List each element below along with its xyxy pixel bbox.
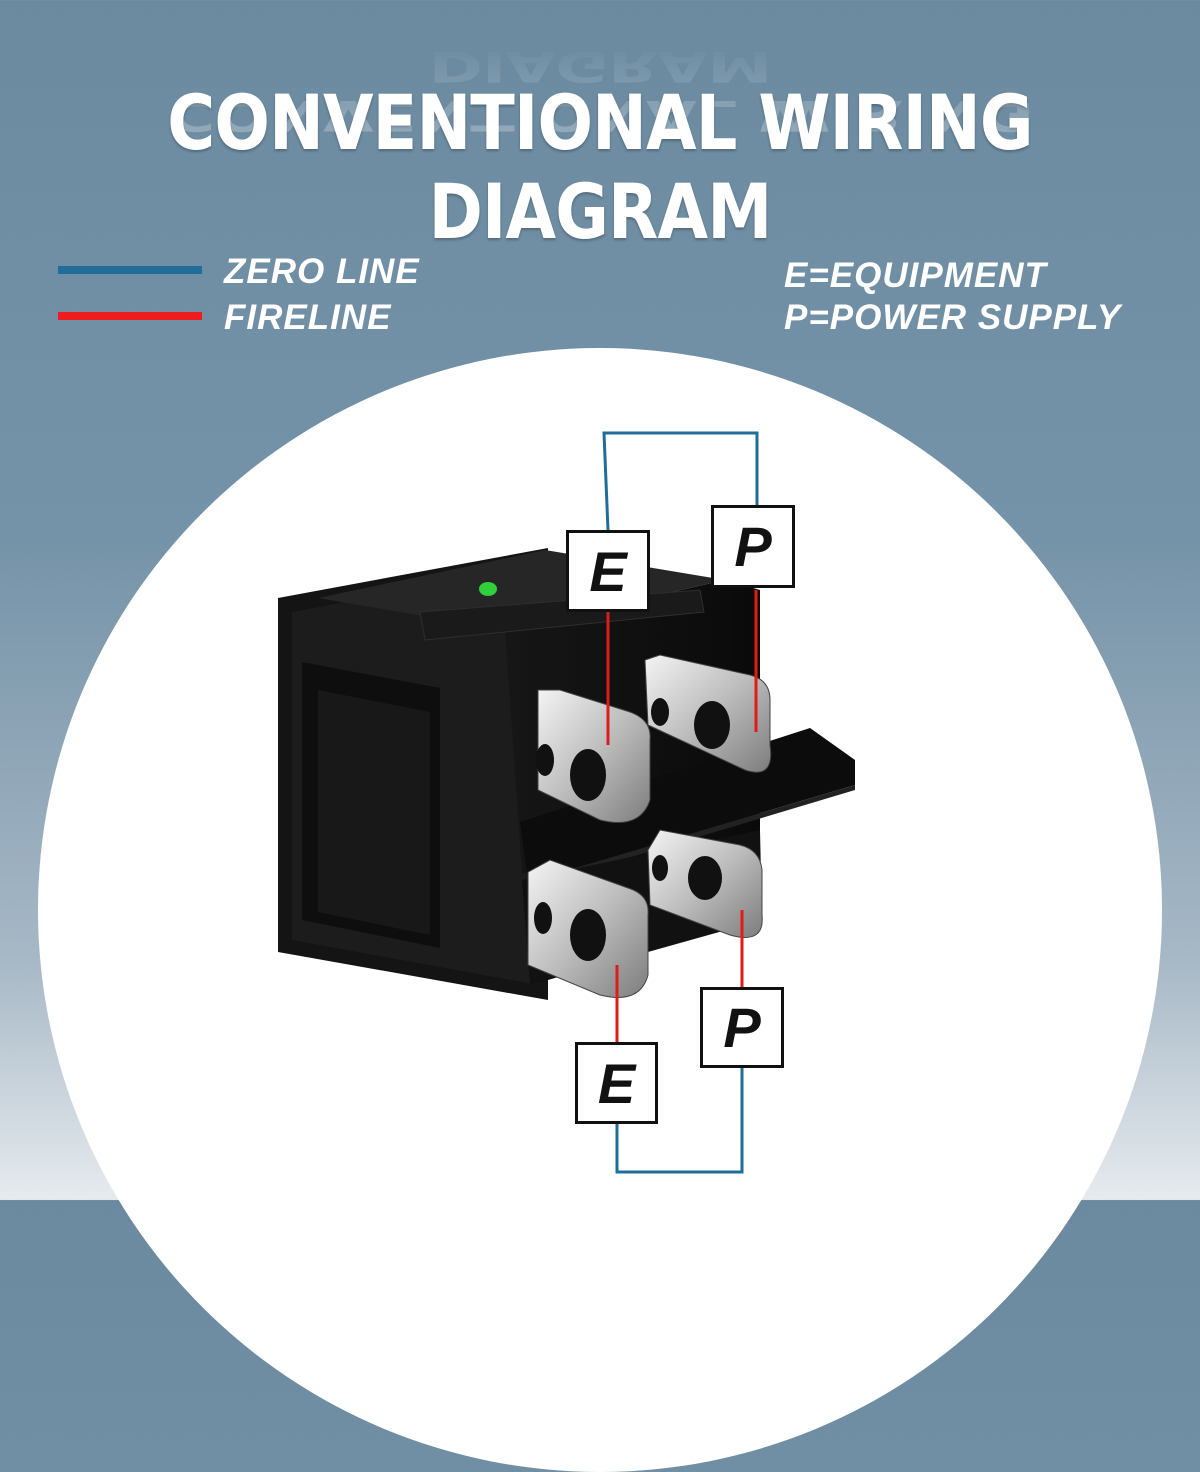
- terminal-bottom-left: [527, 859, 649, 998]
- terminal-top-right: [644, 654, 772, 773]
- rocker-switch-diagram: [278, 431, 855, 1174]
- zero-line-top-loop: [602, 431, 759, 531]
- terminal-label-bottom-e: E: [575, 1042, 658, 1124]
- key-power-supply: P=POWER SUPPLY: [784, 298, 1122, 337]
- zero-line-label: ZERO LINE: [224, 252, 420, 291]
- fireline-label: FIRELINE: [224, 298, 392, 337]
- zero-line-bottom-loop: [615, 1066, 744, 1174]
- terminal-label-top-p: P: [711, 505, 795, 588]
- fireline-swatch: [58, 312, 202, 320]
- terminal-label-top-e: E: [566, 530, 650, 612]
- zero-line-swatch: [58, 266, 202, 274]
- terminal-label-bottom-p: P: [700, 987, 784, 1068]
- terminal-bottom-right: [647, 829, 763, 938]
- key-equipment: E=EQUIPMENT: [784, 256, 1047, 295]
- terminal-top-left: [536, 689, 651, 823]
- page-title: CONVENTIONAL WIRING DIAGRAM: [167, 78, 1033, 256]
